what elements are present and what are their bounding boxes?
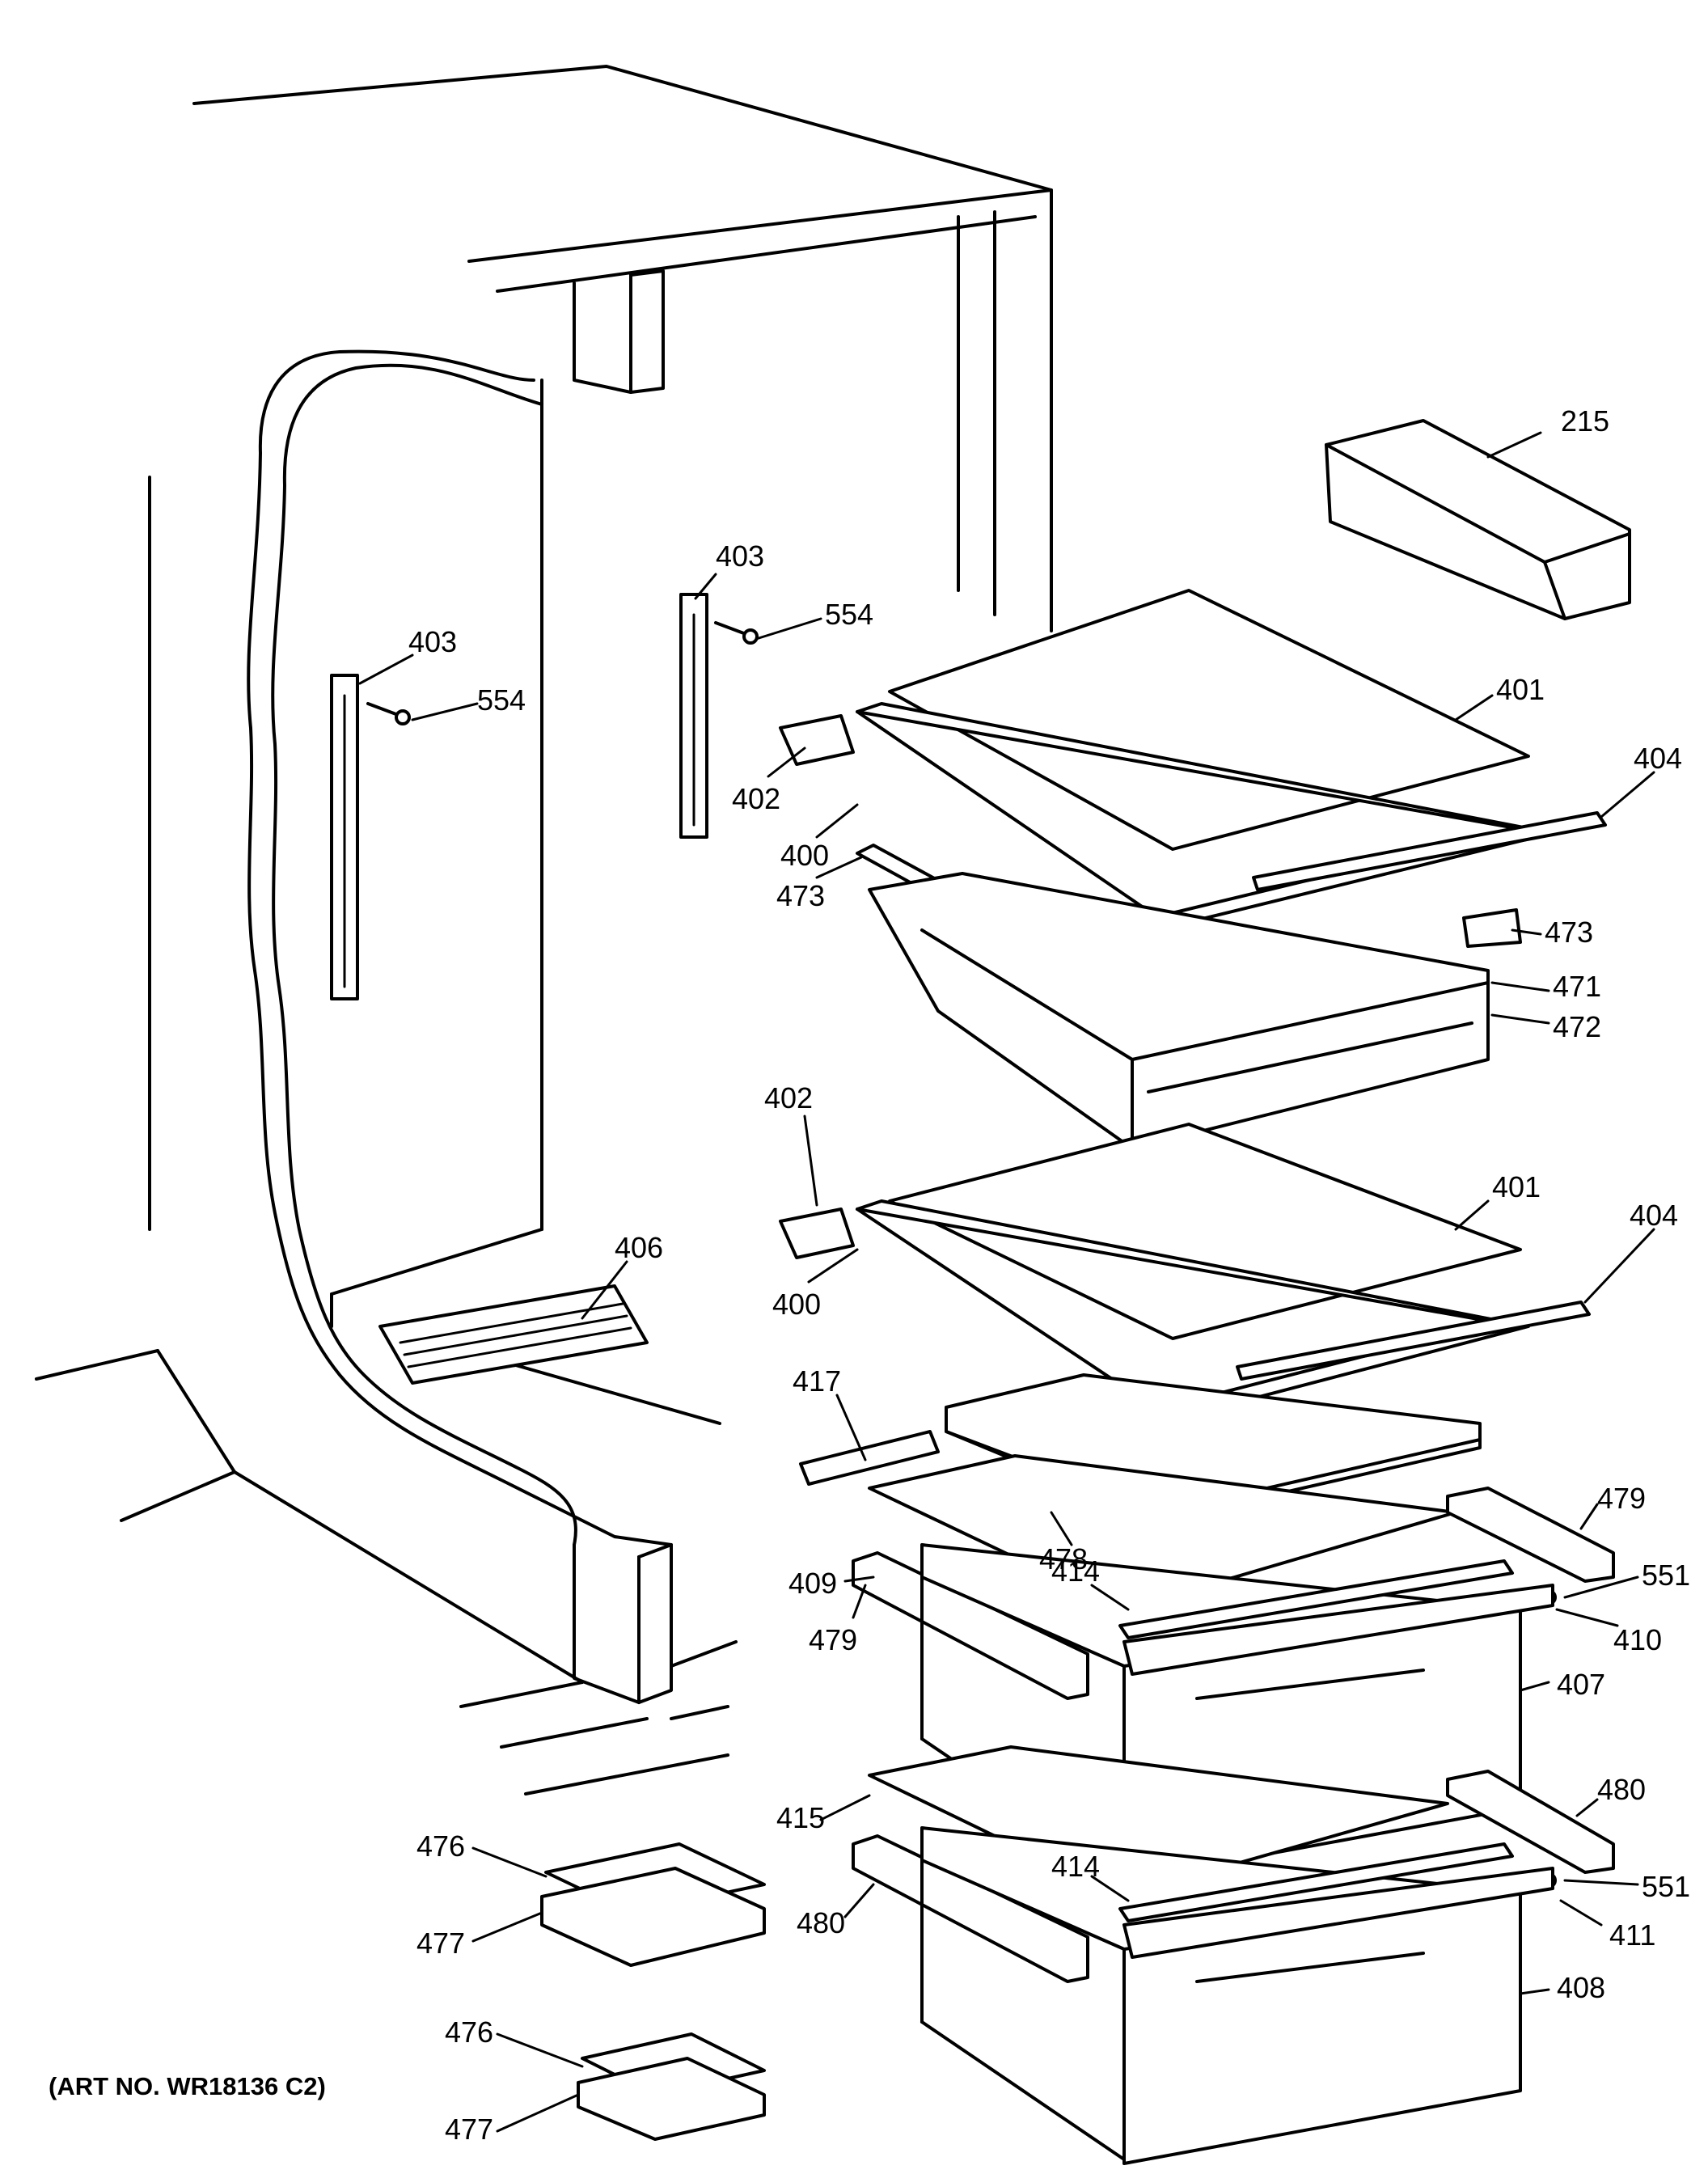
rail-480-left <box>852 1834 1089 1983</box>
callout-477-upper: 477 <box>416 1927 465 1960</box>
cabinet-outline <box>35 65 1053 1795</box>
callout-403-left: 403 <box>408 625 457 658</box>
callout-400-upper: 400 <box>780 839 829 872</box>
callout-554-right: 554 <box>825 598 873 631</box>
glass-shelf-401-upper <box>779 589 1554 928</box>
leader-lines <box>358 431 1655 2133</box>
callout-471: 471 <box>1553 970 1601 1003</box>
callout-414-lower: 414 <box>1051 1850 1100 1883</box>
art-number: (ART NO. WR18136 C2) <box>49 2072 326 2100</box>
callout-476-upper: 476 <box>416 1829 465 1863</box>
screw-554-right <box>714 621 759 645</box>
callout-400-lower: 400 <box>772 1288 821 1321</box>
shelf-ladder-right <box>679 593 708 839</box>
callout-402-lower: 402 <box>764 1081 813 1114</box>
callout-473-right: 473 <box>1545 916 1593 949</box>
shelf-ladder-left <box>330 674 359 1000</box>
callout-401-lower: 401 <box>1492 1170 1541 1203</box>
callout-410: 410 <box>1613 1623 1662 1656</box>
callout-551-upper: 551 <box>1642 1559 1690 1592</box>
callout-472: 472 <box>1553 1010 1601 1043</box>
callout-labels: 215 403 554 403 554 401 404 402 400 473 … <box>408 404 1690 2146</box>
callout-409: 409 <box>788 1567 837 1600</box>
callout-404-upper: 404 <box>1634 742 1682 775</box>
callout-404-lower: 404 <box>1630 1199 1678 1232</box>
dish-477-lower <box>577 2057 766 2141</box>
callout-414-upper: 414 <box>1051 1554 1100 1588</box>
callout-479-left: 479 <box>809 1623 857 1656</box>
callout-480-right: 480 <box>1597 1773 1646 1806</box>
dish-477-upper <box>540 1867 766 1967</box>
drawer-408 <box>920 1826 1554 2165</box>
callout-478: 478 <box>1039 1542 1088 1576</box>
callout-402-upper: 402 <box>732 782 780 815</box>
rail-417 <box>799 1430 940 1486</box>
crisper-pan-471 <box>868 872 1490 1150</box>
cutaway-edge <box>247 349 673 1546</box>
callout-406: 406 <box>615 1231 663 1264</box>
rail-480-right <box>1446 1770 1615 1874</box>
rails-414-upper <box>1118 1559 1514 1639</box>
callout-417: 417 <box>793 1364 841 1398</box>
callout-415: 415 <box>776 1801 825 1834</box>
vent-grille-406 <box>378 1284 649 1385</box>
callout-403-right: 403 <box>716 539 764 573</box>
rail-479-right <box>1446 1487 1615 1583</box>
callout-480-left: 480 <box>797 1906 845 1939</box>
callout-407: 407 <box>1557 1668 1605 1701</box>
callout-551-lower: 551 <box>1642 1870 1690 1903</box>
screw-554-left <box>366 702 411 725</box>
rail-479-left <box>852 1551 1089 1700</box>
callout-554-left: 554 <box>477 683 526 717</box>
callout-215: 215 <box>1561 404 1609 438</box>
callout-476-lower: 476 <box>445 2015 493 2049</box>
rail-404-upper <box>1252 811 1607 891</box>
rail-473-right <box>1462 908 1522 948</box>
callout-479-right: 479 <box>1597 1482 1646 1515</box>
callout-473-left: 473 <box>776 879 825 912</box>
callout-477-lower: 477 <box>445 2113 493 2146</box>
glass-shelf-401-lower <box>779 1123 1530 1421</box>
rail-404-lower <box>1236 1301 1591 1381</box>
callout-411: 411 <box>1609 1918 1655 1952</box>
door-bin-215 <box>1325 419 1631 620</box>
callout-408: 408 <box>1557 1971 1605 2004</box>
callout-401-upper: 401 <box>1496 673 1545 706</box>
rails-414-lower <box>1118 1842 1514 1922</box>
